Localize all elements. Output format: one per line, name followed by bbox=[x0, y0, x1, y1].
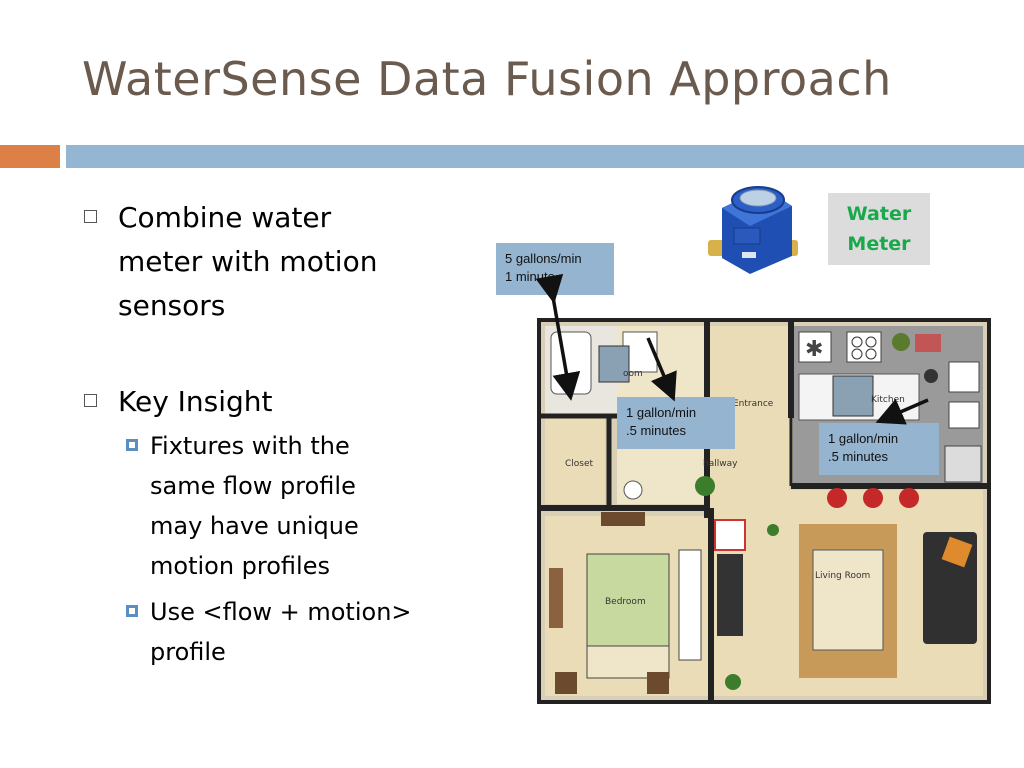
callout-flow: 1 gallon/min bbox=[626, 405, 697, 420]
sub-bullet-fixtures: Fixtures with the same flow profile may … bbox=[82, 426, 502, 586]
water-meter-label: Water Meter bbox=[828, 193, 930, 265]
bullet-line: Key Insight bbox=[118, 385, 273, 418]
title-accent-bar-blue bbox=[66, 145, 1024, 168]
meter-label-line1: Water bbox=[846, 203, 912, 225]
callout-flow: 5 gallons/min bbox=[505, 251, 582, 266]
sub-bullet-line: Use <flow + motion> bbox=[150, 598, 412, 626]
bullet-line: sensors bbox=[118, 289, 226, 322]
title-accent-bar-orange bbox=[0, 145, 60, 168]
callout-duration: 1 minute bbox=[505, 269, 555, 284]
sub-bullet-line: motion profiles bbox=[150, 552, 330, 580]
sub-bullet-line: may have unique bbox=[150, 512, 359, 540]
closet-floor bbox=[545, 418, 605, 504]
bullet-line: Combine water bbox=[118, 201, 332, 234]
svg-text:✱: ✱ bbox=[805, 337, 823, 362]
meter-label-line2: Meter bbox=[847, 233, 911, 255]
bathroom-label: oom bbox=[623, 369, 643, 379]
sub-bullet-line: Fixtures with the bbox=[150, 432, 350, 460]
callout-shower-flow: 5 gallons/min 1 minute bbox=[496, 243, 614, 295]
filled-square-bullet-icon bbox=[126, 605, 138, 617]
callout-duration: .5 minutes bbox=[828, 449, 888, 464]
slide-title: WaterSense Data Fusion Approach bbox=[82, 52, 892, 106]
bedroom-label: Bedroom bbox=[605, 597, 646, 607]
bullet-line: meter with motion bbox=[118, 245, 378, 278]
apartment-floor-plan: ✱ oom Closet Entrance hallway Kitchen Be… bbox=[537, 318, 991, 704]
water-meter-image bbox=[708, 186, 798, 274]
closet-label: Closet bbox=[565, 459, 594, 469]
square-bullet-icon bbox=[84, 394, 97, 407]
callout-sink-flow: 1 gallon/min .5 minutes bbox=[617, 397, 735, 449]
living-room-label: Living Room bbox=[815, 571, 870, 581]
hallway-label: hallway bbox=[703, 459, 738, 469]
square-bullet-icon bbox=[84, 210, 97, 223]
entrance-label: Entrance bbox=[733, 399, 774, 409]
sub-bullet-line: profile bbox=[150, 638, 226, 666]
sub-bullet-line: same flow profile bbox=[150, 472, 356, 500]
callout-duration: .5 minutes bbox=[626, 423, 686, 438]
filled-square-bullet-icon bbox=[126, 439, 138, 451]
bullet-key-insight: Key Insight bbox=[82, 380, 502, 424]
callout-flow: 1 gallon/min bbox=[828, 431, 899, 446]
bullet-combine: Combine water meter with motion sensors bbox=[82, 196, 502, 328]
kitchen-label: Kitchen bbox=[871, 395, 905, 405]
callout-kitchen-flow: 1 gallon/min .5 minutes bbox=[819, 423, 939, 475]
sub-bullet-use-profile: Use <flow + motion> profile bbox=[82, 592, 502, 672]
bullet-list: Combine water meter with motion sensors … bbox=[82, 196, 502, 672]
